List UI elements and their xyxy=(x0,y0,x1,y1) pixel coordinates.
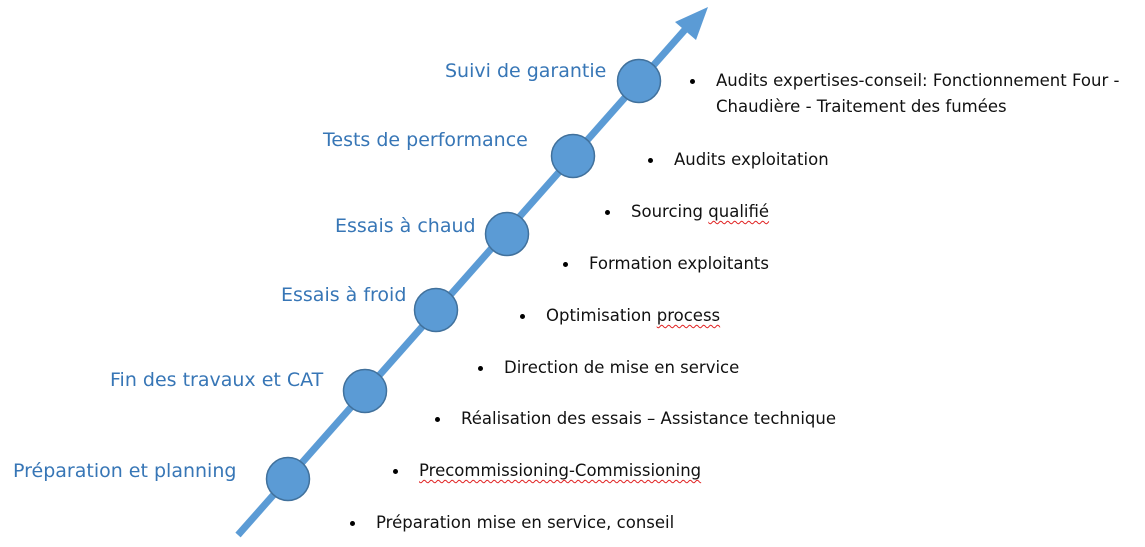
bullet-dot-icon xyxy=(350,521,355,526)
spellcheck-marked-word: process xyxy=(656,306,721,325)
arrowhead-icon xyxy=(675,7,708,40)
stage-label-essais-froid: Essais à froid xyxy=(281,284,407,306)
list-item-preparation-mes: Préparation mise en service, conseil xyxy=(350,510,675,536)
milestone-node-preparation xyxy=(265,456,311,502)
list-item-formation: Formation exploitants xyxy=(563,251,769,277)
bullet-dot-icon xyxy=(520,314,525,319)
bullet-dot-icon xyxy=(648,158,653,163)
bullet-dot-icon xyxy=(690,79,695,84)
bullet-dot-icon xyxy=(605,210,610,215)
list-item-audits-expertises: Audits expertises-conseil: Fonctionnemen… xyxy=(690,68,1120,120)
stage-label-fin-travaux: Fin des travaux et CAT xyxy=(110,369,324,391)
list-item-text: Optimisation xyxy=(546,306,657,325)
stage-label-essais-chaud: Essais à chaud xyxy=(335,215,476,237)
list-item-text: Réalisation des essais – Assistance tech… xyxy=(461,409,836,428)
list-item-text: Audits exploitation xyxy=(674,150,829,169)
bullet-dot-icon xyxy=(478,366,483,371)
milestone-node-tests-performance xyxy=(550,133,596,179)
stage-label-tests-performance: Tests de performance xyxy=(323,129,528,151)
progression-arrow-shaft xyxy=(235,21,693,538)
list-item-text: Sourcing xyxy=(631,202,709,221)
milestone-node-fin-travaux xyxy=(342,368,388,414)
list-item-text: Direction de mise en service xyxy=(504,358,740,377)
list-item-text: Préparation mise en service, conseil xyxy=(376,513,675,532)
milestone-node-essais-froid xyxy=(413,287,459,333)
bullet-dot-icon xyxy=(393,469,398,474)
spellcheck-marked-word: qualifié xyxy=(708,202,770,221)
list-item-text: Audits expertises-conseil: Fonctionnemen… xyxy=(716,71,1120,90)
milestone-node-suivi-garantie xyxy=(616,58,662,104)
list-item-realisation: Réalisation des essais – Assistance tech… xyxy=(435,406,836,432)
list-item-optimisation: Optimisation process xyxy=(520,303,721,329)
list-item-direction: Direction de mise en service xyxy=(478,355,740,381)
bullet-dot-icon xyxy=(435,417,440,422)
list-item-text: Formation exploitants xyxy=(589,254,769,273)
list-item-audits-exploitation: Audits exploitation xyxy=(648,147,829,173)
spellcheck-marked-word: Precommissioning-Commissioning xyxy=(419,461,702,480)
list-item-precommissioning: Precommissioning-Commissioning xyxy=(393,458,702,484)
list-item-sourcing: Sourcing qualifié xyxy=(605,199,770,225)
list-item-text-continued: Chaudière - Traitement des fumées xyxy=(716,97,1007,116)
milestone-node-essais-chaud xyxy=(484,211,530,257)
stage-label-suivi-garantie: Suivi de garantie xyxy=(445,60,607,82)
stage-label-preparation: Préparation et planning xyxy=(13,460,237,482)
bullet-dot-icon xyxy=(563,262,568,267)
